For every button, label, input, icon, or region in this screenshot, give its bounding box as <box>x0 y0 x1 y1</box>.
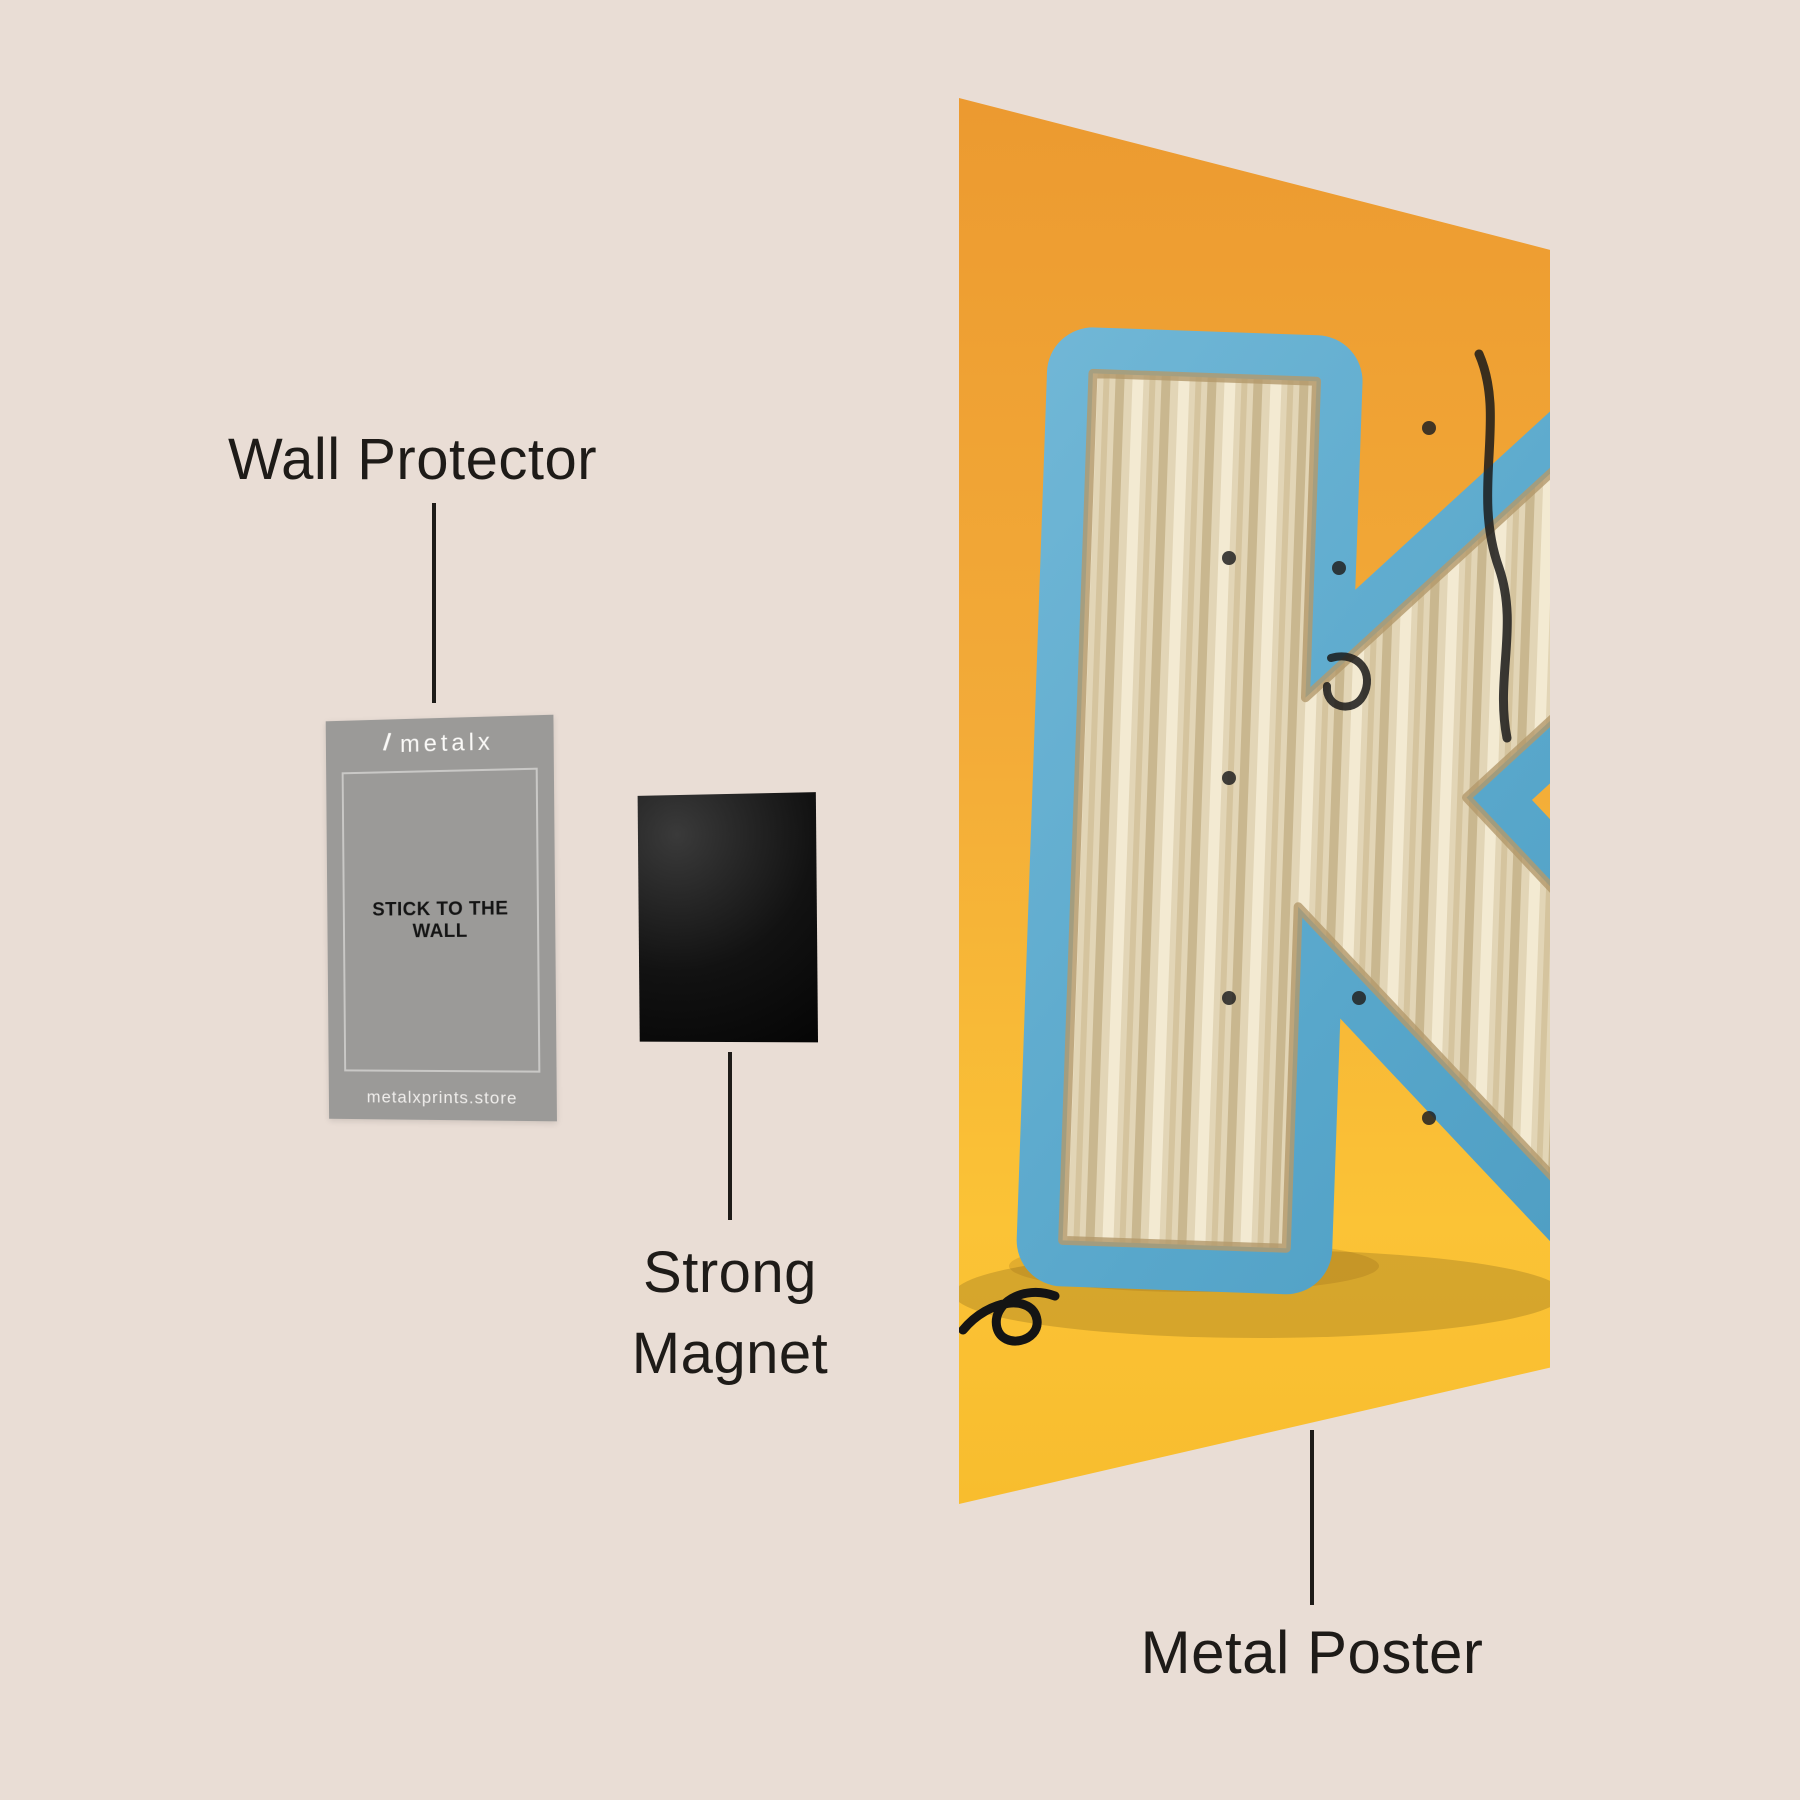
bolt <box>1422 421 1436 435</box>
poster-artwork: K K <box>959 98 1550 1504</box>
bolt <box>1222 771 1236 785</box>
brand-logo: /metalx <box>326 727 554 761</box>
bolt <box>1422 1111 1436 1125</box>
bolt <box>1222 991 1236 1005</box>
letter-contact-shadow <box>1009 1240 1379 1292</box>
metalx-logo-icon: / <box>382 728 397 757</box>
power-wire-loop <box>1323 652 1371 711</box>
magnet-connector-line <box>728 1052 732 1220</box>
strong-magnet-label: Strong Magnet <box>530 1232 930 1394</box>
card-inner-border: STICK TO THE WALL <box>341 767 541 1073</box>
letter-artwork: K K <box>959 98 1550 1504</box>
bolt <box>1332 561 1346 575</box>
stick-to-wall-text: STICK TO THE WALL <box>372 898 509 943</box>
poster-background <box>959 98 1550 1504</box>
wall-protector-card: /metalx STICK TO THE WALL metalxprints.s… <box>325 714 557 1122</box>
wall-protector-connector-line <box>432 503 436 703</box>
marquee-letter: K <box>959 132 1550 1504</box>
poster-connector-line <box>1310 1430 1314 1605</box>
bolt <box>1222 551 1236 565</box>
letter-shadow <box>959 1250 1550 1338</box>
brand-name: metalx <box>399 728 495 758</box>
bolt <box>1352 991 1366 1005</box>
power-wire-bottom <box>959 1287 1060 1346</box>
strong-magnet-line2: Magnet <box>631 1321 829 1387</box>
bolts <box>1222 421 1436 1125</box>
metal-poster-label: Metal Poster <box>1140 1619 1484 1686</box>
power-wire-top <box>1474 349 1512 743</box>
metal-poster: K K <box>959 98 1550 1504</box>
marquee-letter-frame: K <box>959 132 1550 1504</box>
wall-protector-label: Wall Protector <box>228 427 598 492</box>
strong-magnet-line1: Strong <box>643 1240 817 1305</box>
card-footer-url: metalxprints.store <box>366 1087 518 1108</box>
magnet-square <box>637 792 819 1043</box>
